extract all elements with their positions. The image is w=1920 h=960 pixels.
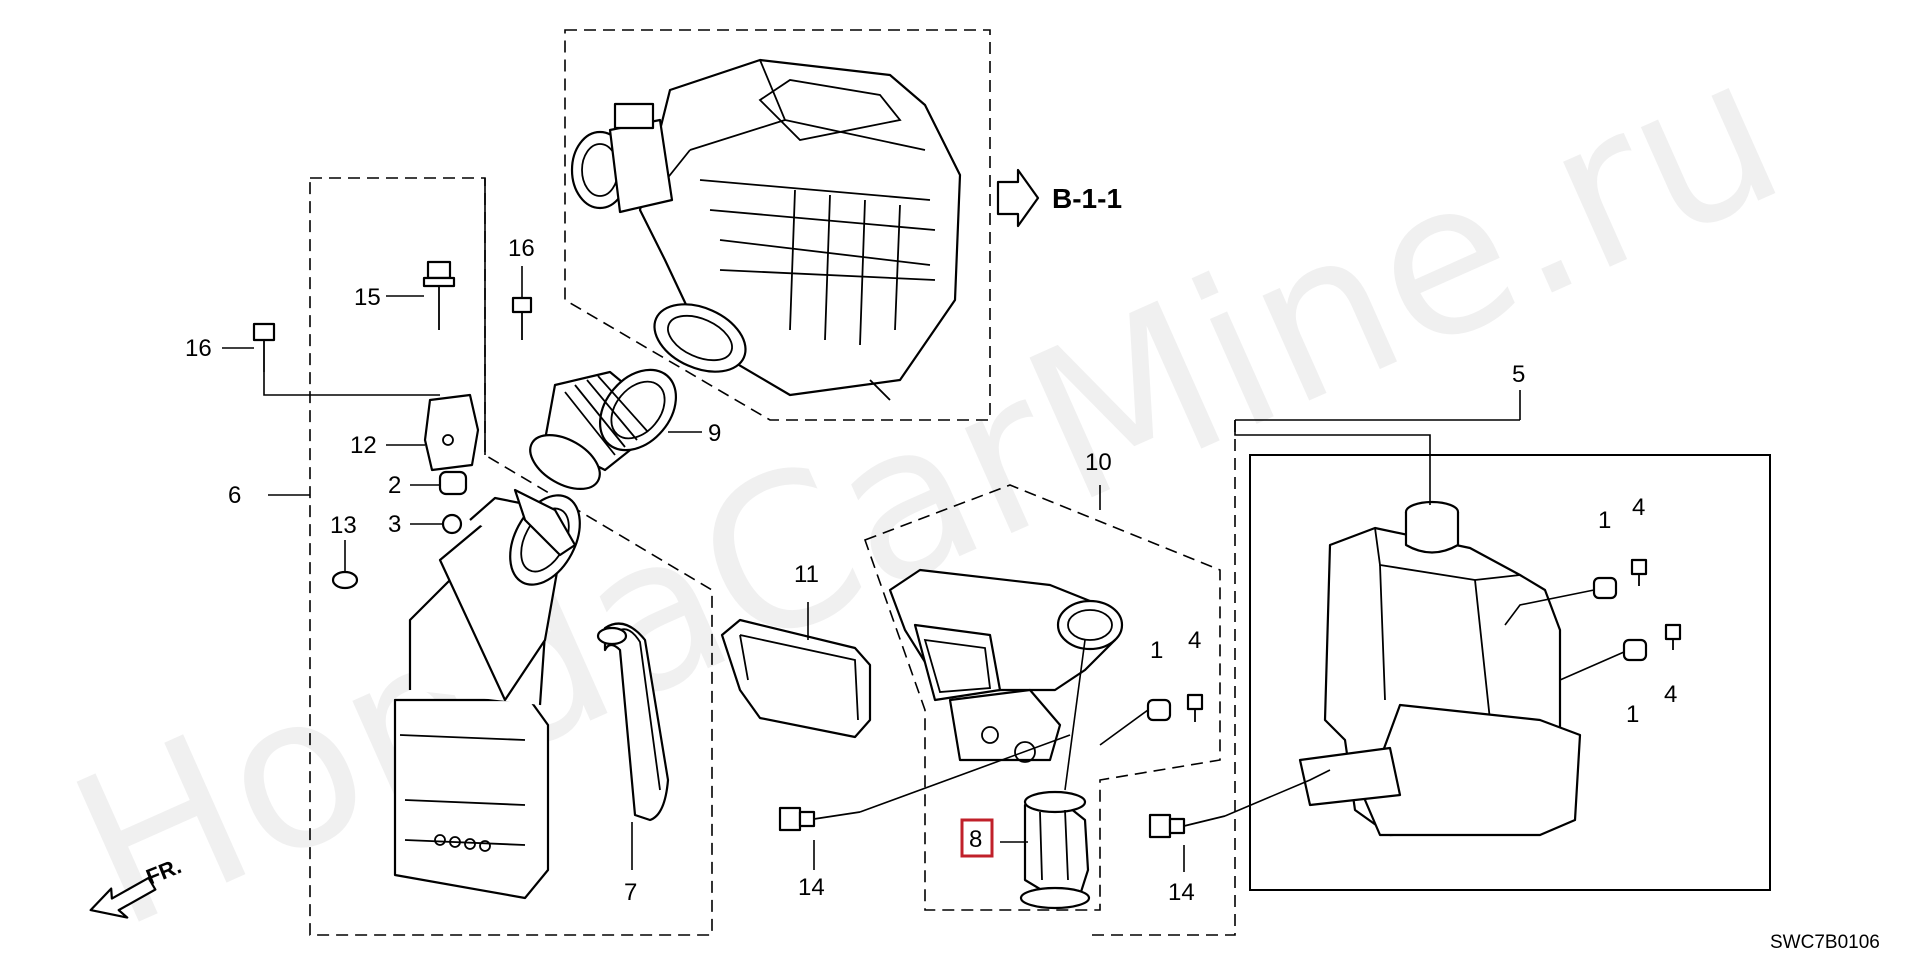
frame-group-10 [863, 484, 1221, 911]
callout-16-left: 16 [185, 335, 212, 362]
leader-5-port [1234, 420, 1431, 505]
callout-14-right: 14 [1168, 879, 1195, 906]
grommet-2 [438, 470, 468, 496]
clip-13 [331, 570, 359, 590]
bolt-14-right [1148, 813, 1226, 839]
callout-3: 3 [388, 511, 401, 538]
bracket-12 [423, 393, 480, 472]
reference-arrow-icon [996, 168, 1040, 228]
part-8-elbow [1019, 790, 1091, 910]
bolt-14-center [778, 806, 861, 832]
air-cleaner-assembly [570, 58, 962, 401]
nut-3 [441, 513, 463, 535]
callout-8[interactable]: 8 [969, 826, 982, 853]
callout-1-lower: 1 [1626, 701, 1639, 728]
leader-12-bolts [263, 372, 440, 396]
callout-7: 7 [624, 879, 637, 906]
leader-8-tab [1064, 639, 1086, 791]
callout-10: 10 [1085, 449, 1112, 476]
callout-4-upper: 4 [1632, 494, 1645, 521]
callout-13: 13 [330, 512, 357, 539]
callout-11: 11 [794, 561, 819, 588]
bolt-16-left [252, 322, 276, 372]
bolt-4-upper [1630, 558, 1648, 586]
leader-1-center-path [1099, 709, 1149, 746]
part-11-duct [720, 618, 872, 739]
callout-14-center: 14 [798, 874, 825, 901]
grommet-1-lower [1622, 638, 1648, 662]
callout-15: 15 [354, 284, 381, 311]
frame-group-5 [1249, 454, 1771, 891]
part-9-intake-bellows [529, 368, 678, 491]
callout-5: 5 [1512, 361, 1525, 388]
grommet-1-upper [1592, 576, 1618, 600]
leader-1-lower-path [1559, 651, 1625, 681]
leader-14-right-path [1224, 769, 1331, 817]
callout-4-lower: 4 [1664, 681, 1677, 708]
callout-6: 6 [228, 482, 241, 509]
frame-group-5-dashed [1090, 420, 1236, 936]
bolt-16-top [511, 296, 533, 340]
part-5-chamber [1298, 500, 1582, 837]
frame-air-cleaner-assembly [564, 29, 991, 421]
grommet-1-center [1146, 698, 1172, 722]
bolt-15 [422, 260, 456, 330]
highlight-box-8 [960, 818, 994, 858]
callout-1-upper: 1 [1598, 507, 1611, 534]
bolt-4-center [1186, 693, 1204, 722]
leader-14-center-path [859, 734, 1071, 813]
callout-2: 2 [388, 472, 401, 499]
bolt-4-lower [1664, 623, 1682, 650]
part-10-intake [888, 568, 1124, 763]
part-7-drain-tube [596, 622, 670, 822]
callout-1-center: 1 [1150, 637, 1163, 664]
drawing-code: SWC7B0106 [1770, 932, 1880, 953]
callout-12: 12 [350, 432, 377, 459]
reference-label: B-1-1 [1052, 183, 1122, 214]
callout-9: 9 [708, 420, 721, 447]
leader-1-upper-path [1504, 589, 1595, 626]
part-6-resonator [393, 488, 581, 900]
callout-4-center: 4 [1188, 627, 1201, 654]
callout-16-top: 16 [508, 235, 535, 262]
